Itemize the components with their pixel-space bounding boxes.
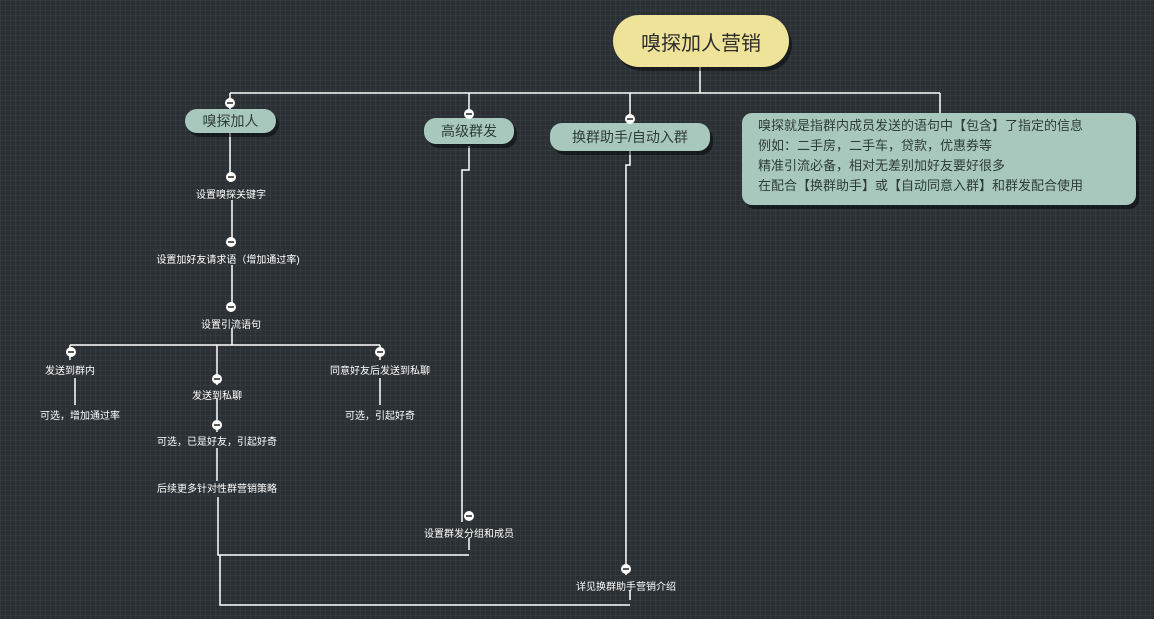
note-line-2: 例如：二手房，二手车，贷款，优惠券等 bbox=[758, 138, 993, 153]
collapse-toggle-advanced-group[interactable] bbox=[464, 109, 474, 119]
step-send-group[interactable]: 发送到群内 bbox=[45, 366, 95, 377]
root-topic[interactable]: 嗅探加人营销 bbox=[613, 15, 789, 67]
step-send-private-note[interactable]: 可选，已是好友，引起好奇 bbox=[157, 437, 277, 448]
step-followup[interactable]: 后续更多针对性群营销策略 bbox=[157, 484, 277, 495]
step-set-request-msg[interactable]: 设置加好友请求语（增加通过率) bbox=[156, 255, 300, 266]
step-send-private[interactable]: 发送到私聊 bbox=[192, 391, 242, 402]
collapse-toggle-group-helper[interactable] bbox=[625, 114, 635, 124]
root-title: 嗅探加人营销 bbox=[641, 32, 761, 55]
step-helper-intro[interactable]: 详见换群助手营销介绍 bbox=[576, 582, 676, 593]
collapse-toggle-sniff[interactable] bbox=[225, 98, 235, 108]
branch-sniff-label: 嗅探加人 bbox=[202, 113, 259, 129]
step-send-after-accept[interactable]: 同意好友后发送到私聊 bbox=[330, 366, 430, 377]
collapse-toggle-send-after-accept[interactable] bbox=[375, 347, 385, 357]
collapse-toggle-send-group[interactable] bbox=[66, 347, 76, 357]
collapse-toggle-helper-intro[interactable] bbox=[621, 564, 631, 574]
collapse-toggle-set-keyword[interactable] bbox=[226, 172, 236, 182]
note-line-4: 在配合【换群助手】或【自动同意入群】和群发配合使用 bbox=[758, 178, 1084, 193]
collapse-toggle-set-request-msg[interactable] bbox=[226, 237, 236, 247]
note-box[interactable]: 嗅探就是指群内成员发送的语句中【包含】了指定的信息 例如：二手房，二手车，贷款，… bbox=[742, 113, 1136, 205]
step-set-keyword[interactable]: 设置嗅探关键字 bbox=[196, 190, 266, 201]
step-send-group-note[interactable]: 可选，增加通过率 bbox=[40, 411, 120, 422]
note-line-3: 精准引流必备，相对无差别加好友要好很多 bbox=[758, 158, 1006, 173]
branch-advanced-group[interactable]: 高级群发 bbox=[424, 118, 514, 144]
branch-sniff[interactable]: 嗅探加人 bbox=[185, 109, 276, 133]
branch-advanced-group-label: 高级群发 bbox=[441, 123, 497, 139]
step-send-after-accept-note[interactable]: 可选，引起好奇 bbox=[345, 411, 415, 422]
note-line-1: 嗅探就是指群内成员发送的语句中【包含】了指定的信息 bbox=[758, 118, 1084, 133]
branch-group-helper[interactable]: 换群助手/自动入群 bbox=[550, 123, 710, 151]
collapse-toggle-send-private[interactable] bbox=[212, 374, 222, 384]
collapse-toggle-private-note[interactable] bbox=[212, 420, 222, 430]
collapse-toggle-set-group-members[interactable] bbox=[464, 511, 474, 521]
collapse-toggle-set-guide-msg[interactable] bbox=[226, 302, 236, 312]
step-set-group-members[interactable]: 设置群发分组和成员 bbox=[424, 529, 514, 540]
step-set-guide-msg[interactable]: 设置引流语句 bbox=[201, 320, 261, 331]
branch-group-helper-label: 换群助手/自动入群 bbox=[572, 129, 688, 145]
